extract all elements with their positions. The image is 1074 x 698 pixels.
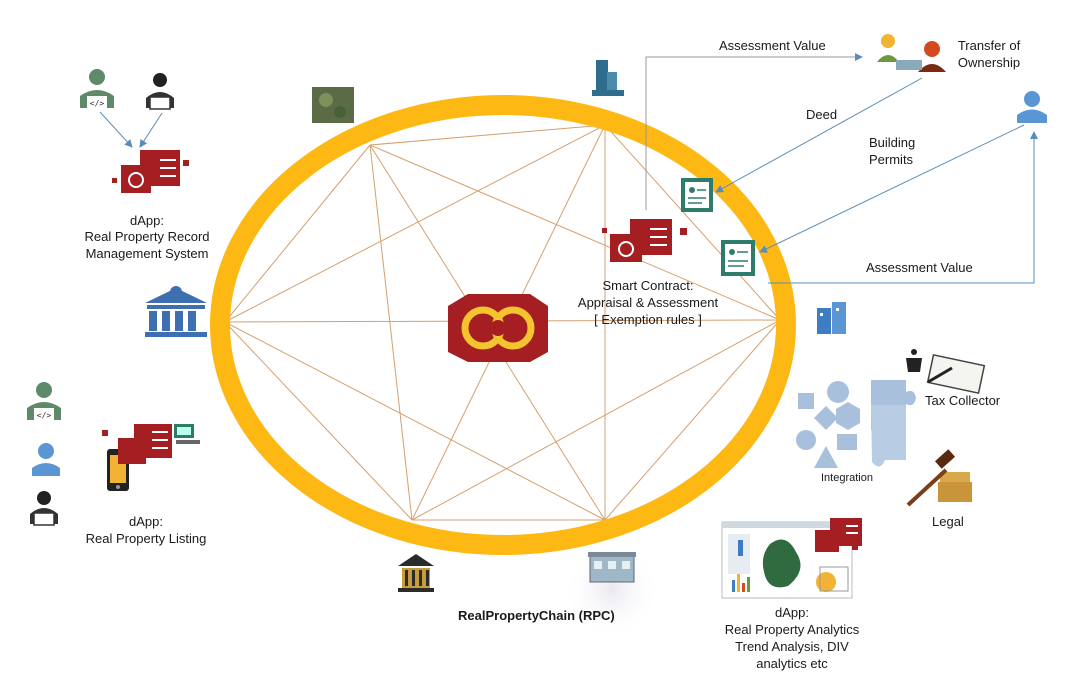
ownership-transfer-icon [877,34,946,72]
dapp-record-title: dApp: [130,213,164,228]
smart-contract-server-icon [602,219,687,262]
property-owner-icon [1017,91,1047,123]
assessment-value-flow [645,53,863,210]
glow-decoration [564,542,660,638]
dapp-analytics-title: dApp: [775,605,809,620]
dapp-analytics-line2: Trend Analysis, DIV [735,639,849,654]
dapp-listing-title: dApp: [129,514,163,529]
assessment-value-owner-flow [768,131,1038,284]
permit-document-icon [721,240,755,276]
blockchain-server-icon [815,518,862,552]
deed-label: Deed [806,107,838,122]
chain-title: RealPropertyChain (RPC) [458,608,615,623]
desktop-computer-icon [174,424,200,444]
smart-contract-line2: Appraisal & Assessment [577,295,719,310]
legal-label: Legal [932,514,964,529]
building-permits-line2: Permits [869,152,914,167]
deed-document-icon [681,178,713,212]
blockchain-ring [210,95,796,555]
transfer-label-line1: Transfer of [957,38,1021,53]
dapp-analytics-line1: Real Property Analytics [724,622,860,637]
assessment-value-top-label: Assessment Value [719,38,826,53]
assessment-value-right-label: Assessment Value [866,260,973,275]
svg-text:</>: </> [90,99,105,108]
blockchain-server-icon [102,424,172,464]
dapp-record-line2: Management System [85,246,209,261]
developer-icon: </> [27,382,61,420]
building-permits-line1: Building [869,135,916,150]
dapp-analytics-line3: analytics etc [756,656,828,671]
apartment-building-icon [588,552,636,583]
office-building-icon [817,302,846,334]
developer-icon: </> [80,69,114,108]
mesh-lines [224,124,781,521]
building-permits-flow [759,124,1025,253]
dapp-record-line1: Real Property Record [84,229,210,244]
tax-collector-icon [906,349,986,394]
legal-gavel-icon [906,449,972,507]
user-laptop-icon [30,491,58,526]
rpc-logo-icon [448,294,548,362]
deed-flow [715,77,923,193]
bank-icon [398,554,434,592]
transfer-label-line2: Ownership [957,55,1021,70]
integration-label: Integration [821,472,873,484]
user-laptop-icon [146,73,174,110]
tax-collector-label: Tax Collector [925,393,1001,408]
dapp-listing-line1: Real Property Listing [85,531,207,546]
smart-contract-line1: Smart Contract: [602,278,694,293]
skyscraper-icon [592,60,624,96]
blockchain-server-icon [112,150,189,193]
land-photo-icon [312,87,354,123]
smart-contract-line3: [ Exemption rules ] [594,312,702,327]
integration-shapes-icon [796,380,916,468]
user-icon [32,443,60,476]
svg-text:</>: </> [37,411,52,420]
government-building-icon [145,286,207,337]
